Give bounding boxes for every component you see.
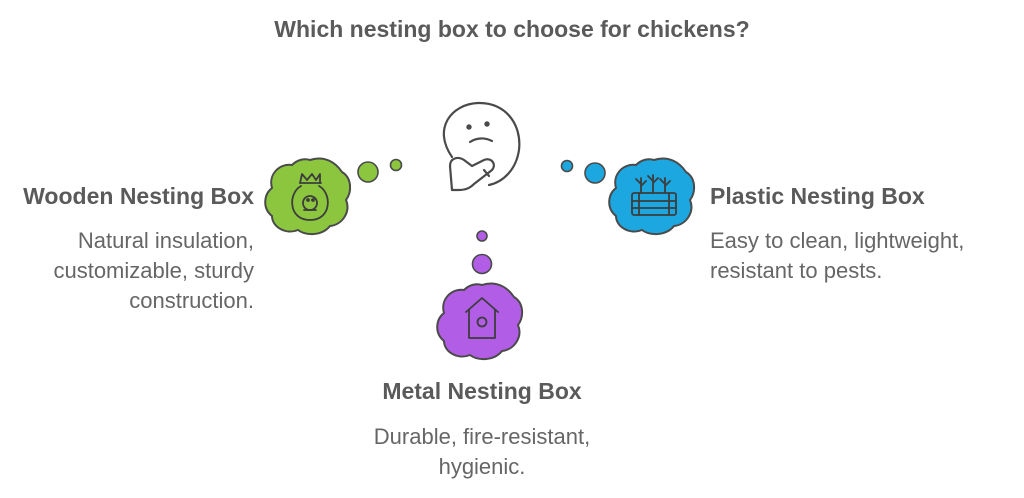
connector-dot [471, 253, 493, 275]
connector-dots [357, 158, 606, 275]
plastic-option-description: Easy to clean, lightweight, resistant to… [710, 226, 1010, 286]
description-line: customizable, sturdy [53, 258, 254, 283]
connector-dot [357, 161, 379, 183]
birdhouse-icon [465, 297, 499, 339]
wooden-option-title: Wooden Nesting Box [23, 183, 254, 209]
metal-option-blob [436, 282, 524, 361]
crate-plants-icon [631, 174, 677, 216]
description-line: Easy to clean, lightweight, [710, 228, 965, 253]
thinking-face-icon [442, 101, 521, 192]
connector-dot [584, 162, 606, 184]
description-line: construction. [129, 288, 254, 313]
connector-dot [476, 230, 488, 242]
page-title: Which nesting box to choose for chickens… [274, 16, 750, 42]
metal-option-description: Durable, fire-resistant, hygienic. [282, 422, 682, 482]
plastic-option-blob [608, 157, 696, 236]
connector-dot [389, 158, 403, 172]
sack-bird-icon [291, 173, 329, 221]
plastic-option-title: Plastic Nesting Box [710, 183, 925, 209]
metal-option-title: Metal Nesting Box [382, 378, 582, 404]
description-line: resistant to pests. [710, 258, 883, 283]
description-line: Natural insulation, [77, 228, 254, 253]
description-line: hygienic. [438, 454, 526, 479]
description-line: Durable, fire-resistant, [373, 424, 591, 449]
wooden-option-description: Natural insulation, customizable, sturdy… [0, 226, 254, 316]
connector-dot [560, 159, 574, 173]
wooden-option-blob [264, 157, 352, 236]
